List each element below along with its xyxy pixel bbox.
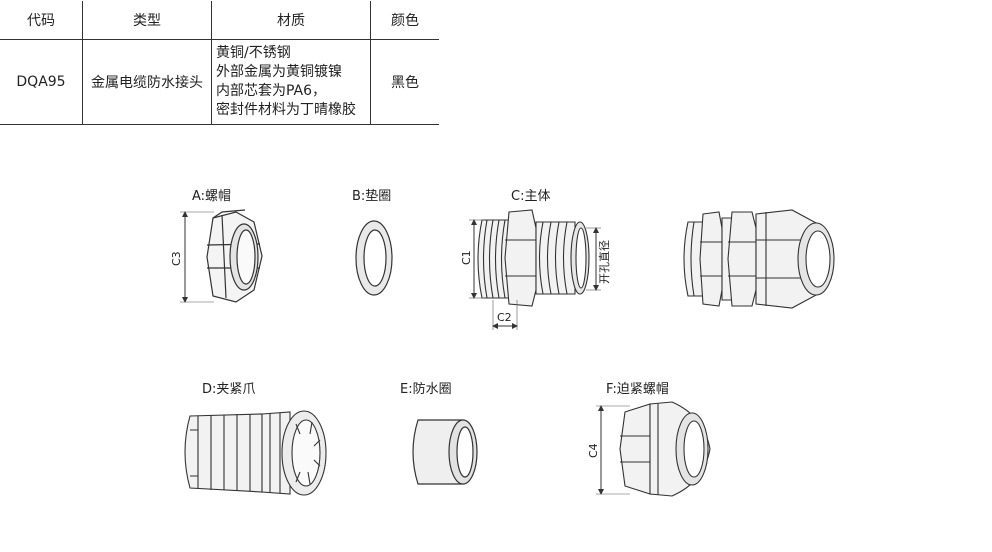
dimension-c1: C1 <box>460 219 485 299</box>
material-line: 密封件材料为丁晴橡胶 <box>216 102 356 118</box>
dome-nut-drawing <box>619 401 711 497</box>
label-part-e: E:防水圈 <box>400 381 452 397</box>
dimension-c3: C3 <box>170 211 214 303</box>
dimension-c2-label: C2 <box>497 311 512 324</box>
dimension-c1-label: C1 <box>460 250 473 265</box>
cell-type: 金属电缆防水接头 <box>82 39 212 125</box>
header-material: 材质 <box>211 1 371 40</box>
table-header-row: 代码 类型 材质 颜色 <box>0 1 439 40</box>
cell-material: 黄铜/不锈钢 外部金属为黄铜镀镍 内部芯套为PA6， 密封件材料为丁晴橡胶 <box>211 39 371 125</box>
dimension-c2: C2 <box>492 300 518 330</box>
label-part-b: B:垫圈 <box>352 188 391 204</box>
seal-drawing <box>412 419 478 485</box>
material-line: 黄铜/不锈钢 <box>216 45 291 61</box>
label-part-f: F:迫紧螺帽 <box>606 381 669 397</box>
body-drawing <box>477 209 590 307</box>
header-type: 类型 <box>82 1 212 40</box>
material-line: 外部金属为黄铜镀镍 <box>216 64 342 80</box>
dimension-c4: C4 <box>587 405 630 495</box>
dimension-c4-label: C4 <box>587 443 600 458</box>
dimension-c3-label: C3 <box>170 251 183 266</box>
table-row: DQA95 金属电缆防水接头 黄铜/不锈钢 外部金属为黄铜镀镍 内部芯套为PA6… <box>0 39 439 125</box>
spec-table: 代码 类型 材质 颜色 DQA95 金属电缆防水接头 黄铜/不锈钢 外部金属为黄… <box>0 1 439 125</box>
cell-code: DQA95 <box>0 39 83 125</box>
material-line: 内部芯套为PA6， <box>216 83 327 99</box>
washer-drawing <box>355 220 393 296</box>
header-code: 代码 <box>0 1 83 40</box>
claw-drawing <box>184 410 327 496</box>
label-part-a: A:螺帽 <box>192 188 231 204</box>
dimension-bore: 开孔直径 <box>586 227 611 291</box>
dimension-bore-label: 开孔直径 <box>597 240 611 284</box>
label-part-d: D:夹紧爪 <box>202 382 255 397</box>
cell-color: 黑色 <box>370 39 439 125</box>
assembled-gland-drawing <box>683 209 835 309</box>
header-color: 颜色 <box>370 1 439 40</box>
nut-drawing <box>206 209 263 303</box>
label-part-c: C:主体 <box>511 189 550 204</box>
